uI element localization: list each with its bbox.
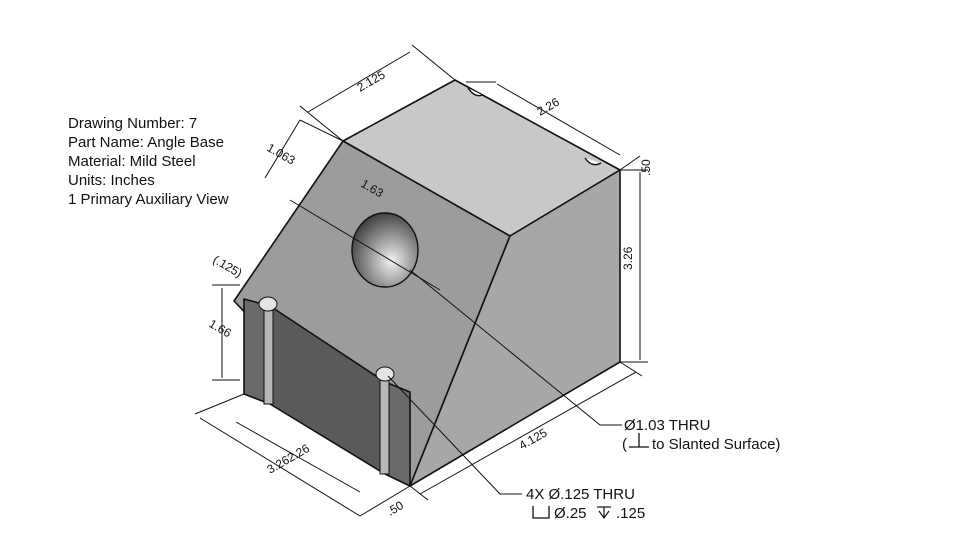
dim-front-height-text: 1.66 xyxy=(207,316,235,340)
leader-hole-note xyxy=(409,269,622,426)
depth-icon xyxy=(597,506,611,520)
dim-ref-depth-text: (.125) xyxy=(211,252,245,280)
perpendicular-icon xyxy=(629,433,649,448)
dim-slant-length-text: 1.063 xyxy=(265,140,298,167)
leader-holes-note xyxy=(387,375,522,495)
dim-top-width-text: 2.125 xyxy=(355,67,388,94)
dim-right-height xyxy=(620,169,648,363)
hole-centerline xyxy=(289,199,441,291)
dim-base-length-text: 4.125 xyxy=(517,425,550,452)
dim-slant-length xyxy=(264,119,344,179)
hole-note-text: to Slanted Surface) xyxy=(652,436,780,453)
part-name: Part Name: Angle Base xyxy=(68,134,224,151)
top-notch-left xyxy=(467,87,483,97)
through-hole xyxy=(351,212,419,288)
dim-top-width xyxy=(299,44,456,142)
units: Units: Inches xyxy=(68,172,155,189)
top-notch-right xyxy=(584,157,602,166)
hole-note-open: ( xyxy=(622,436,627,453)
holes-note-line1: 4X Ø.125 THRU xyxy=(526,486,635,503)
dim-bottom xyxy=(194,393,411,517)
dim-bottom-left-text: 3.262.26 xyxy=(265,441,313,477)
dim-top-depth xyxy=(466,81,641,171)
material: Material: Mild Steel xyxy=(68,153,196,170)
counterbore-icon xyxy=(532,506,550,519)
dim-base-length xyxy=(409,361,643,501)
title-block: Drawing Number: 7 Part Name: Angle Base … xyxy=(68,114,229,209)
drawing-number: Drawing Number: 7 xyxy=(68,115,198,132)
dim-top-depth-text: 2.26 xyxy=(535,95,563,119)
dim-right-height-text: 3.26 xyxy=(621,246,635,270)
view-description: 1 Primary Auxiliary View xyxy=(68,191,229,208)
counterbore-groove-right xyxy=(375,366,395,475)
holes-note-cb-depth: .125 xyxy=(616,505,645,522)
hole-note-line1: Ø1.03 THRU xyxy=(624,417,710,434)
dim-bottom-right-text: .50 xyxy=(385,498,407,519)
counterbore-groove-left xyxy=(258,296,278,405)
holes-note-cb-diameter: Ø.25 xyxy=(554,505,587,522)
dim-front-height xyxy=(212,284,240,381)
dim-right-notch-text: .50 xyxy=(639,159,653,176)
